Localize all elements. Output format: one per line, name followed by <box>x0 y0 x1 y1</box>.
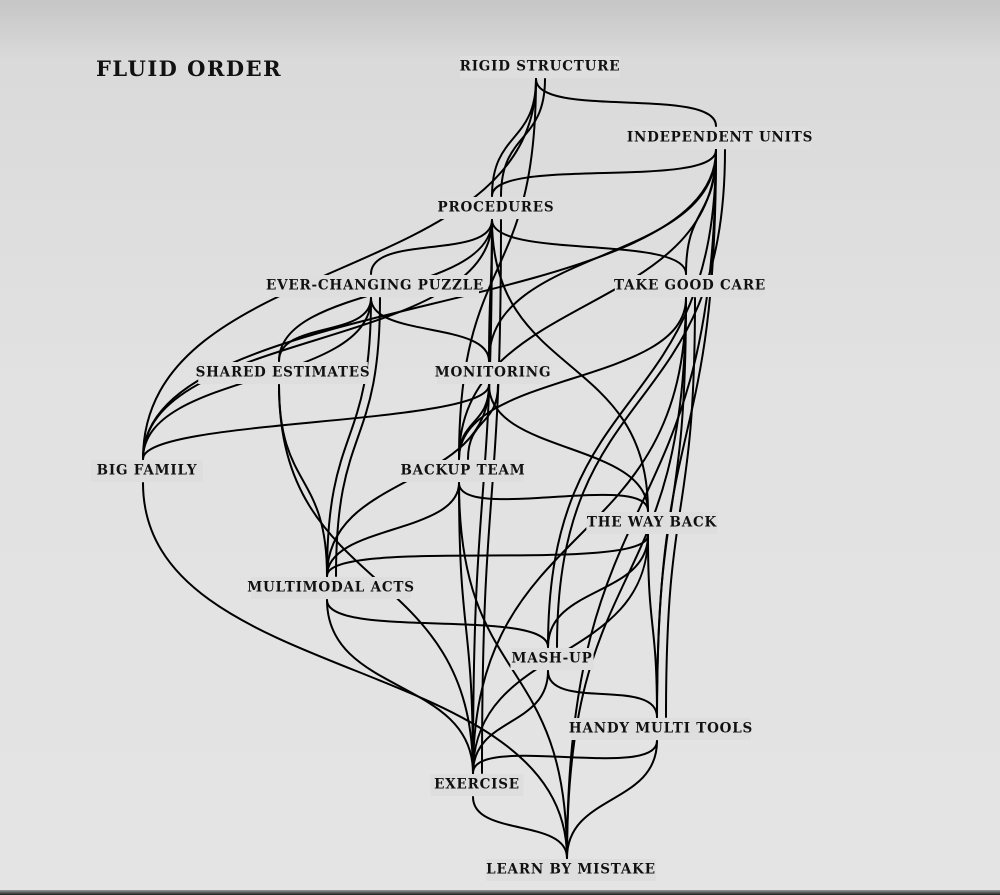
node-multimodal: MULTIMODAL ACTS <box>247 580 415 596</box>
edge-puzzle-estimates <box>278 297 372 362</box>
bottom-edge-bar <box>0 890 1000 895</box>
edge-care-tools <box>656 297 687 718</box>
node-tools: HANDY MULTI TOOLS <box>569 721 753 737</box>
node-bg-estimates <box>198 362 368 384</box>
node-rigid: RIGID STRUCTURE <box>460 59 621 75</box>
edge-procedures-care <box>491 219 687 275</box>
edge-procedures-family <box>142 219 493 460</box>
edge-exercise-learn <box>472 796 568 859</box>
edge-monitoring-wayback <box>488 384 649 512</box>
node-wayback: THE WAY BACK <box>587 515 718 531</box>
edge-care-exercise <box>472 297 687 774</box>
edge-monitoring-family <box>142 384 490 460</box>
edge-layer <box>142 78 726 859</box>
edge-independent-monitoring <box>488 149 717 362</box>
node-puzzle: EVER-CHANGING PUZZLE <box>266 278 484 294</box>
node-bg-learn <box>486 859 656 881</box>
edge-tools-learn <box>566 740 658 859</box>
node-procedures: PROCEDURES <box>438 200 555 216</box>
node-bg-tools <box>571 718 751 740</box>
edge-family-learn <box>142 482 568 859</box>
edge-procedures-exercise <box>472 219 493 774</box>
edge-rigid-procedures <box>491 78 537 197</box>
node-bg-monitoring <box>437 362 549 384</box>
node-bg-puzzle <box>271 275 479 297</box>
node-bg-exercise <box>430 774 524 796</box>
edge-puzzle-monitoring <box>370 297 490 362</box>
node-bg-backup <box>402 460 524 482</box>
edge-independent-mashup <box>556 149 726 648</box>
edge-backup-learn <box>458 482 568 859</box>
edge-procedures-puzzle <box>370 219 493 275</box>
node-mashup: MASH-UP <box>511 651 592 667</box>
edge-rigid-independent <box>535 78 717 127</box>
edge-care-backup <box>458 297 687 460</box>
edge-backup-exercise <box>458 482 474 774</box>
node-bg-procedures <box>440 197 552 219</box>
edge-mashup-tools <box>547 670 658 718</box>
node-bg-mashup <box>510 648 594 670</box>
edge-tools-exercise <box>472 740 658 774</box>
node-care: TAKE GOOD CARE <box>614 278 766 294</box>
edge-backup-wayback <box>458 482 649 512</box>
edge-wayback-mashup <box>547 534 649 648</box>
edge-mashup-exercise <box>472 670 549 774</box>
edge-wayback-tools <box>647 534 658 718</box>
node-learn: LEARN BY MISTAKE <box>486 862 656 878</box>
node-independent: INDEPENDENT UNITS <box>627 130 813 146</box>
edge-independent-learn <box>566 149 717 859</box>
edge-care-learn <box>566 297 687 859</box>
edge-multimodal-mashup <box>326 599 549 648</box>
node-estimates: SHARED ESTIMATES <box>196 365 371 381</box>
node-family: BIG FAMILY <box>97 463 198 479</box>
edge-wayback-multimodal <box>326 534 649 577</box>
edge-estimates-multimodal <box>278 384 328 577</box>
edge-backup-multimodal <box>326 482 460 577</box>
node-bg-independent <box>630 127 810 149</box>
edge-independent-mashup <box>547 149 717 648</box>
node-bg-wayback <box>586 512 718 534</box>
edge-care-tools <box>665 297 696 718</box>
page-title: FLUID ORDER <box>96 56 283 81</box>
node-backup: BACKUP TEAM <box>400 463 525 479</box>
node-exercise: EXERCISE <box>434 777 520 793</box>
edge-rigid-family <box>142 78 537 460</box>
edge-puzzle-multimodal <box>326 297 372 577</box>
edge-procedures-exercise <box>481 219 502 774</box>
edge-multimodal-exercise <box>326 599 474 774</box>
node-bg-family <box>91 460 203 482</box>
label-layer: RIGID STRUCTURE INDEPENDENT UNITS PROCEDUR… <box>91 56 813 881</box>
edge-puzzle-multimodal <box>335 297 381 577</box>
edge-monitoring-backup <box>467 384 499 460</box>
node-bg-multimodal <box>251 577 411 599</box>
edge-independent-procedures <box>491 149 717 197</box>
node-bg-care <box>614 275 766 297</box>
node-monitoring: MONITORING <box>435 365 552 381</box>
node-bg-rigid <box>460 56 620 78</box>
